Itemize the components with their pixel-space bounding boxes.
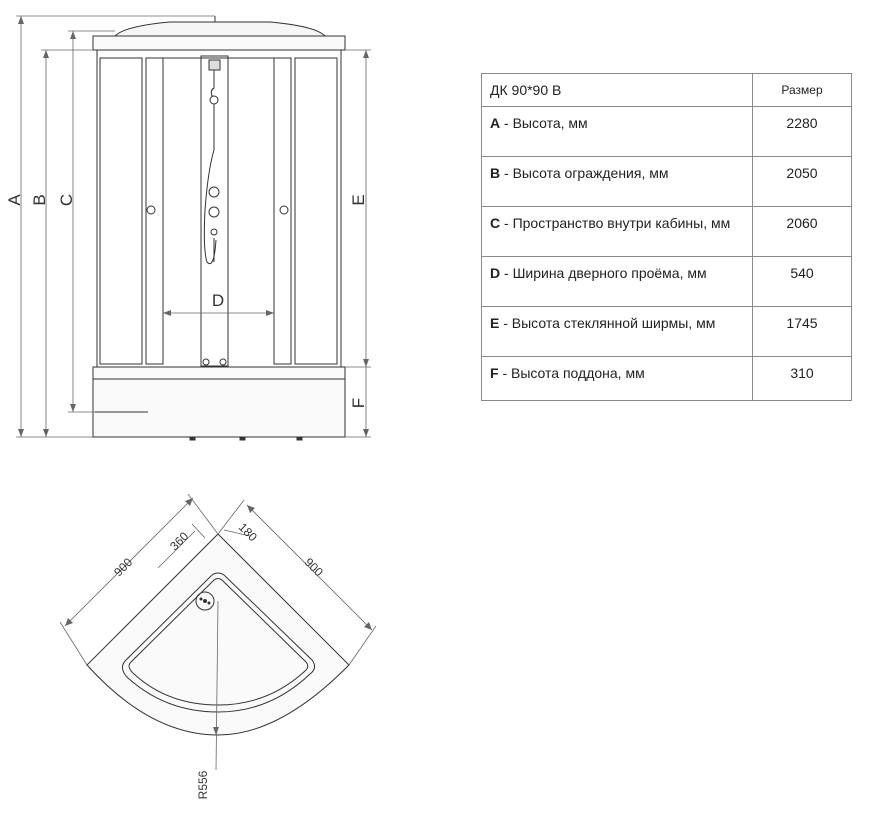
tray-basin xyxy=(122,572,316,713)
dim-label-a: A xyxy=(5,194,24,206)
dim-label-d: D xyxy=(212,291,224,310)
right-door-frame xyxy=(294,57,338,365)
front-view-drawing: A B C E F D xyxy=(5,15,371,441)
table-row: C - Пространство внутри кабины, мм 2060 xyxy=(481,206,852,257)
shower-hose xyxy=(203,104,217,265)
table-row: B - Высота ограждения, мм 2050 xyxy=(481,156,852,207)
table-row: A - Высота, мм 2280 xyxy=(481,106,852,157)
row-label: - Высота ограждения, мм xyxy=(500,165,669,181)
right-handle-icon xyxy=(279,205,289,215)
dim-900-left: 900 xyxy=(111,555,135,579)
cabin-roof xyxy=(113,21,327,37)
spec-table: ДК 90*90 В Размер A - Высота, мм 2280 B … xyxy=(481,73,852,401)
row-value: 1745 xyxy=(752,306,852,357)
right-glass-panel xyxy=(273,57,292,365)
row-key: D xyxy=(490,265,501,281)
dim-360: 360 xyxy=(167,529,191,553)
row-value: 2280 xyxy=(752,106,852,157)
table-row: E - Высота стеклянной ширмы, мм 1745 xyxy=(481,306,852,357)
row-label: - Высота стеклянной ширмы, мм xyxy=(499,315,716,331)
row-value: 2050 xyxy=(752,156,852,207)
table-row: D - Ширина дверного проёма, мм 540 xyxy=(481,256,852,307)
table-row: F - Высота поддона, мм 310 xyxy=(481,356,852,401)
row-value: 540 xyxy=(752,256,852,307)
row-value: 310 xyxy=(752,356,852,401)
row-key: E xyxy=(490,315,500,331)
dim-label-f: F xyxy=(349,398,368,408)
jet-2 xyxy=(208,206,220,218)
row-label: - Высота поддона, мм xyxy=(498,365,645,381)
dim-180: 180 xyxy=(236,520,260,544)
drain-icon xyxy=(195,591,215,611)
dim-label-c: C xyxy=(57,194,76,206)
row-key: A xyxy=(490,115,501,131)
row-key: B xyxy=(490,165,501,181)
roof-cap xyxy=(92,35,346,51)
shower-column xyxy=(200,55,229,367)
left-glass-panel xyxy=(145,57,164,365)
row-label: - Пространство внутри кабины, мм xyxy=(500,215,731,231)
shower-tray xyxy=(92,378,346,438)
table-header-row: ДК 90*90 В Размер xyxy=(481,73,852,107)
row-label: - Высота, мм xyxy=(500,115,588,131)
left-handle-icon xyxy=(146,205,156,215)
left-door-frame xyxy=(99,57,143,365)
dim-label-e: E xyxy=(349,194,368,205)
dim-radius: R556 xyxy=(196,770,210,799)
row-value: 2060 xyxy=(752,206,852,257)
top-view-drawing: 900 900 360 180 R556 xyxy=(59,493,377,799)
row-key: C xyxy=(490,215,501,231)
row-key: F xyxy=(490,365,499,381)
dim-label-b: B xyxy=(30,194,49,205)
size-header: Размер xyxy=(752,73,852,107)
dim-900-right: 900 xyxy=(302,555,326,579)
table-title: ДК 90*90 В xyxy=(481,73,753,107)
shower-tray-lip xyxy=(92,366,346,380)
jet-1 xyxy=(208,186,220,198)
row-label: - Ширина дверного проёма, мм xyxy=(500,265,707,281)
